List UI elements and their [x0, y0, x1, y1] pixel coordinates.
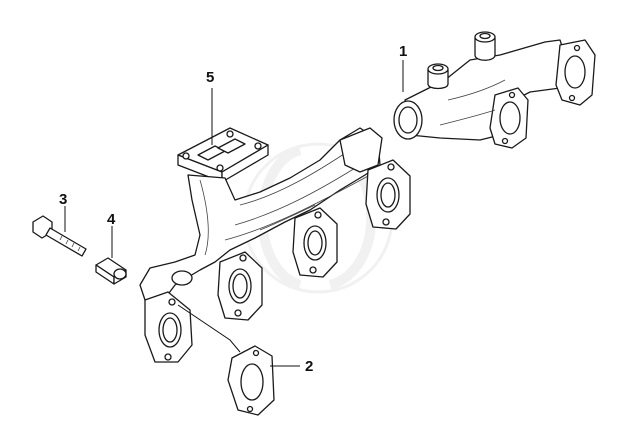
coolant-outlet-housing [393, 31, 596, 149]
gasket [227, 345, 275, 416]
exhaust-manifold [139, 127, 411, 363]
callout-1: 1 [399, 43, 407, 60]
callout-3: 3 [59, 191, 67, 208]
callout-5: 5 [206, 69, 214, 86]
turbo-flange [177, 127, 269, 183]
bolt [32, 215, 87, 257]
spacer-sleeve [95, 257, 127, 285]
callout-2: 2 [305, 358, 313, 375]
leader-line-2a [177, 304, 241, 353]
callout-4: 4 [107, 211, 116, 228]
